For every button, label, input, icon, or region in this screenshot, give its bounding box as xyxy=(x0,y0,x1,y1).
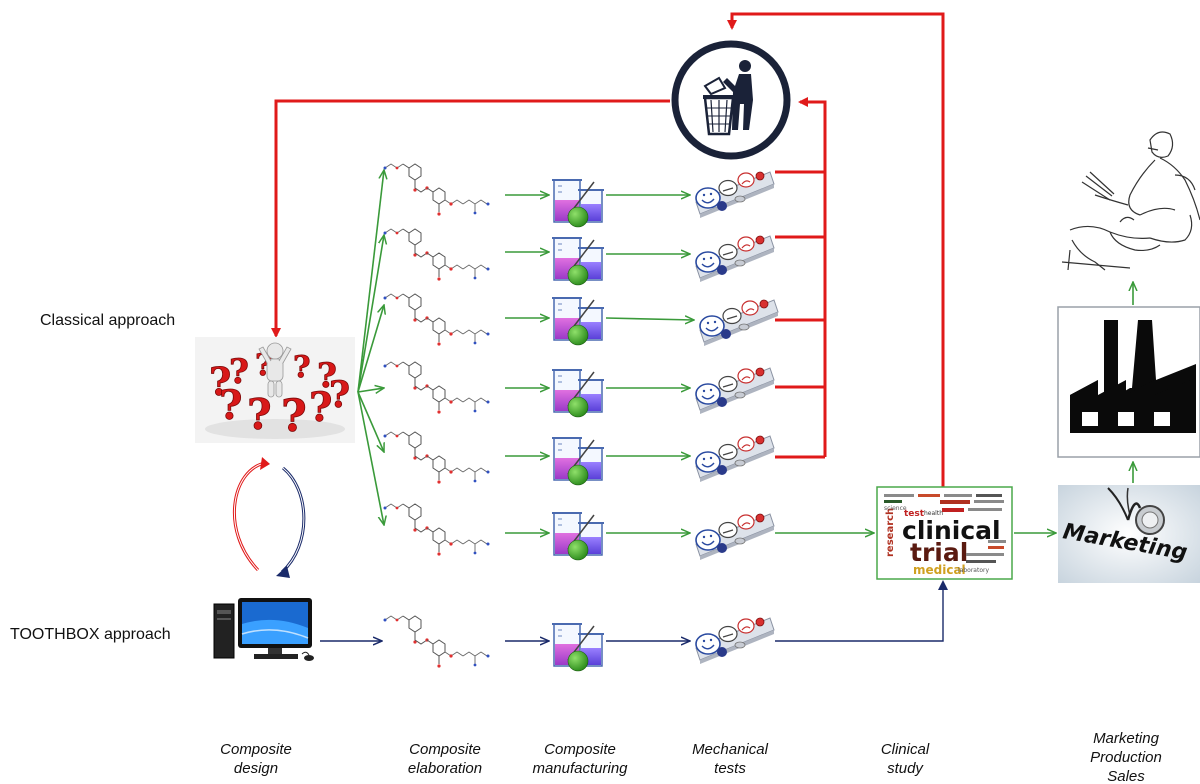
smiley-test-panel-icon xyxy=(695,367,775,415)
caption-composite-manufacturing: Composite manufacturing xyxy=(532,741,628,777)
navy-arrow-to-clinical xyxy=(775,580,948,642)
classical-rows xyxy=(383,163,875,561)
smiley-test-panel-icon xyxy=(695,171,775,219)
trash-bin-icon xyxy=(671,40,791,160)
wordcloud-health: health xyxy=(924,510,943,517)
caption-clinical-study: Clinical study xyxy=(880,741,930,777)
factory-icon xyxy=(1057,306,1200,458)
red-arrow-trash-to-design xyxy=(271,99,670,338)
question-people-icon: ? ? ? ? ? ? ? ? ? ? xyxy=(195,337,355,443)
dentist-sketch-icon xyxy=(1061,131,1200,271)
wordcloud-test: test xyxy=(904,509,925,519)
svg-text:?: ? xyxy=(293,350,311,385)
svg-text:?: ? xyxy=(219,382,242,429)
red-arrow-to-trash xyxy=(798,97,827,168)
classical-approach-label: Classical approach xyxy=(40,312,176,329)
desktop-computer-icon xyxy=(213,598,314,661)
green-fan-arrows xyxy=(357,170,384,525)
beaker-icon xyxy=(551,512,605,561)
wordcloud-research: research xyxy=(885,508,896,557)
cycle-arrows-icon xyxy=(232,457,306,578)
toothbox-approach-label: TOOTHBOX approach xyxy=(10,626,171,643)
smiley-test-panel-icon xyxy=(695,617,775,665)
wordcloud-science: science xyxy=(884,505,907,512)
caption-mechanical-tests: Mechanical tests xyxy=(692,741,768,777)
svg-text:?: ? xyxy=(309,384,332,431)
svg-text:?: ? xyxy=(229,352,249,392)
caption-composite-elaboration: Composite elaboration xyxy=(407,741,483,777)
beaker-icon xyxy=(551,437,605,486)
stethoscope-icon xyxy=(1126,502,1165,535)
caption-composite-design: Composite design xyxy=(220,741,292,777)
molecule-icon xyxy=(383,615,490,669)
toothbox-row xyxy=(320,580,948,672)
wordcloud-main1: clinical xyxy=(902,516,1001,545)
smiley-test-panel-icon xyxy=(695,435,775,483)
beaker-icon xyxy=(551,369,605,418)
svg-text:?: ? xyxy=(329,374,350,416)
molecule-icon xyxy=(383,431,490,485)
molecule-icon xyxy=(383,228,490,282)
smiley-test-panel-icon xyxy=(695,513,775,561)
beaker-icon xyxy=(551,623,605,672)
svg-text:?: ? xyxy=(209,359,231,404)
smiley-test-panel-icon xyxy=(699,299,779,347)
caption-marketing-production-sales: Marketing Production Sales xyxy=(1090,730,1162,784)
marketing-image: Marketing xyxy=(1058,485,1200,583)
wordcloud-laboratory: laboratory xyxy=(958,567,989,574)
molecule-icon xyxy=(383,503,490,557)
svg-text:?: ? xyxy=(317,356,337,396)
rejection-loop xyxy=(271,12,945,490)
wordcloud-main2: trial xyxy=(910,538,968,567)
clinical-trial-wordcloud: clinical trial medical research science … xyxy=(876,486,1013,580)
beaker-icon xyxy=(551,297,605,346)
svg-text:?: ? xyxy=(281,391,307,442)
beaker-icon xyxy=(551,179,605,228)
molecule-icon xyxy=(383,361,490,415)
molecule-icon xyxy=(383,293,490,347)
smiley-test-panel-icon xyxy=(695,235,775,283)
svg-text:?: ? xyxy=(247,390,272,439)
wordcloud-main3: medical xyxy=(913,563,966,577)
molecule-icon xyxy=(383,163,490,217)
red-arrow-clinical-to-trash xyxy=(727,12,945,490)
beaker-icon xyxy=(551,237,605,286)
